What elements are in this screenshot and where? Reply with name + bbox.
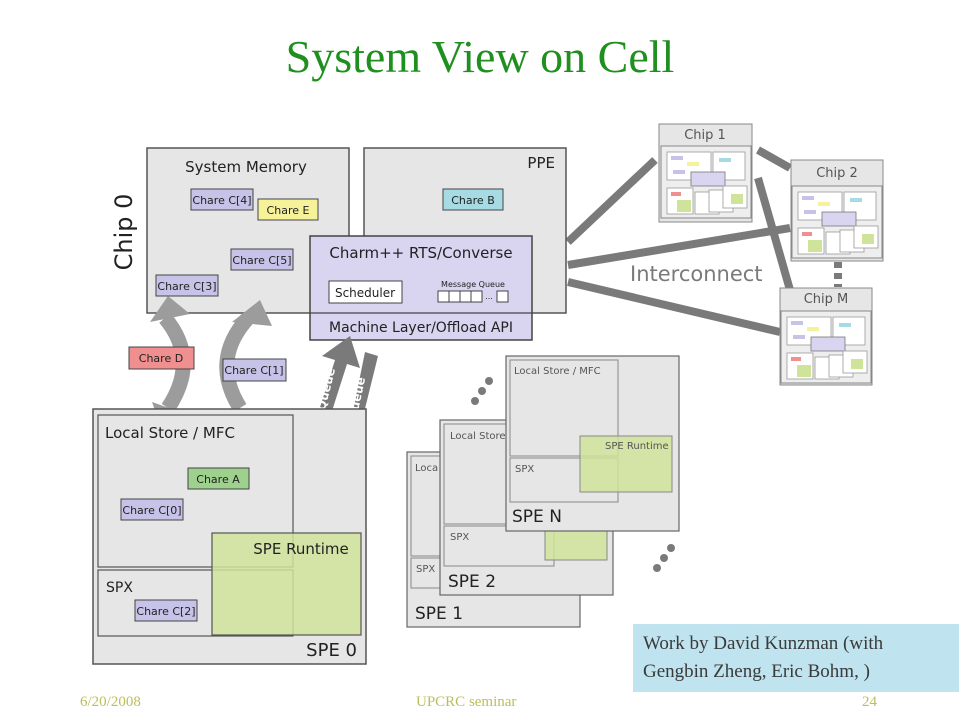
ppe-label: PPE bbox=[527, 154, 555, 172]
chare-c3 bbox=[155, 274, 219, 297]
svg-text:Local Store: Local Store bbox=[450, 431, 506, 442]
charm-rts-label: Charm++ RTS/Converse bbox=[329, 244, 512, 262]
message-queue-label: Message Queue bbox=[441, 280, 505, 289]
chare-c2 bbox=[134, 599, 198, 622]
scheduler-label: Scheduler bbox=[335, 286, 395, 300]
chare-c1 bbox=[222, 358, 287, 382]
chare-b-label: Chare B bbox=[451, 194, 494, 207]
spen-card: Local Store / MFC SPX SPE Runtime SPE N bbox=[505, 355, 680, 532]
scheduler-box bbox=[328, 280, 403, 304]
footer-event: UPCRC seminar bbox=[416, 694, 517, 710]
chare-c4-label: Chare C[4] bbox=[192, 194, 251, 207]
message-queue-slots bbox=[437, 290, 509, 303]
svg-text:Loca: Loca bbox=[415, 463, 438, 474]
svg-text:SPX: SPX bbox=[515, 464, 534, 475]
chare-c5 bbox=[230, 248, 294, 271]
system-memory-label: System Memory bbox=[185, 158, 307, 176]
chare-b bbox=[442, 188, 504, 211]
chip2: Chip 2 bbox=[790, 159, 884, 262]
spe2-label: SPE 2 bbox=[448, 572, 496, 592]
chip1: Chip 1 bbox=[658, 123, 753, 223]
chare-c1-label: Chare C[1] bbox=[224, 364, 283, 377]
chare-c2-label: Chare C[2] bbox=[136, 605, 195, 618]
chare-c3-label: Chare C[3] bbox=[157, 280, 216, 293]
svg-text:Local Store / MFC: Local Store / MFC bbox=[514, 366, 601, 377]
chip-m-label: Chip M bbox=[804, 292, 849, 307]
spe0-runtime bbox=[211, 532, 362, 636]
interconnect-links bbox=[565, 146, 842, 336]
chare-c4 bbox=[190, 188, 254, 211]
credit-line-2: Gengbin Zheng, Eric Bohm, ) bbox=[643, 661, 870, 682]
spe1-label: SPE 1 bbox=[415, 604, 463, 624]
credit-box: Work by David Kunzman (with Gengbin Zhen… bbox=[633, 624, 959, 692]
chare-e bbox=[257, 198, 319, 221]
chare-c0-label: Chare C[0] bbox=[122, 504, 181, 517]
credit-line-1: Work by David Kunzman (with bbox=[643, 633, 884, 654]
svg-text:SPX: SPX bbox=[416, 564, 435, 575]
slide-title: System View on Cell bbox=[285, 31, 675, 82]
spe0-label: SPE 0 bbox=[306, 640, 357, 661]
footer-page-number: 24 bbox=[862, 694, 877, 710]
chare-a-label: Chare A bbox=[196, 473, 240, 486]
chip0-label: Chip 0 bbox=[110, 194, 138, 271]
chare-d bbox=[128, 346, 195, 370]
interconnect-label: Interconnect bbox=[630, 262, 763, 286]
chip-m: Chip M bbox=[779, 287, 873, 386]
chare-c5-label: Chare C[5] bbox=[232, 254, 291, 267]
footer-date: 6/20/2008 bbox=[80, 694, 141, 710]
chare-e-label: Chare E bbox=[267, 204, 310, 217]
spen-label: SPE N bbox=[512, 507, 562, 527]
chip2-label: Chip 2 bbox=[816, 166, 858, 181]
message-queue-dots: ... bbox=[485, 292, 493, 301]
spe0-local-store-label: Local Store / MFC bbox=[105, 424, 235, 442]
spe-ellipsis-dots bbox=[471, 377, 675, 572]
svg-text:SPX: SPX bbox=[450, 532, 469, 543]
machine-layer-label: Machine Layer/Offload API bbox=[329, 320, 513, 336]
chip1-label: Chip 1 bbox=[684, 128, 726, 143]
spe0-spx-label: SPX bbox=[106, 580, 133, 596]
chare-a bbox=[187, 467, 250, 490]
chare-d-label: Chare D bbox=[139, 352, 183, 365]
spe0-runtime-label: SPE Runtime bbox=[253, 540, 348, 558]
chare-c0 bbox=[120, 498, 184, 521]
svg-text:SPE Runtime: SPE Runtime bbox=[605, 441, 669, 452]
